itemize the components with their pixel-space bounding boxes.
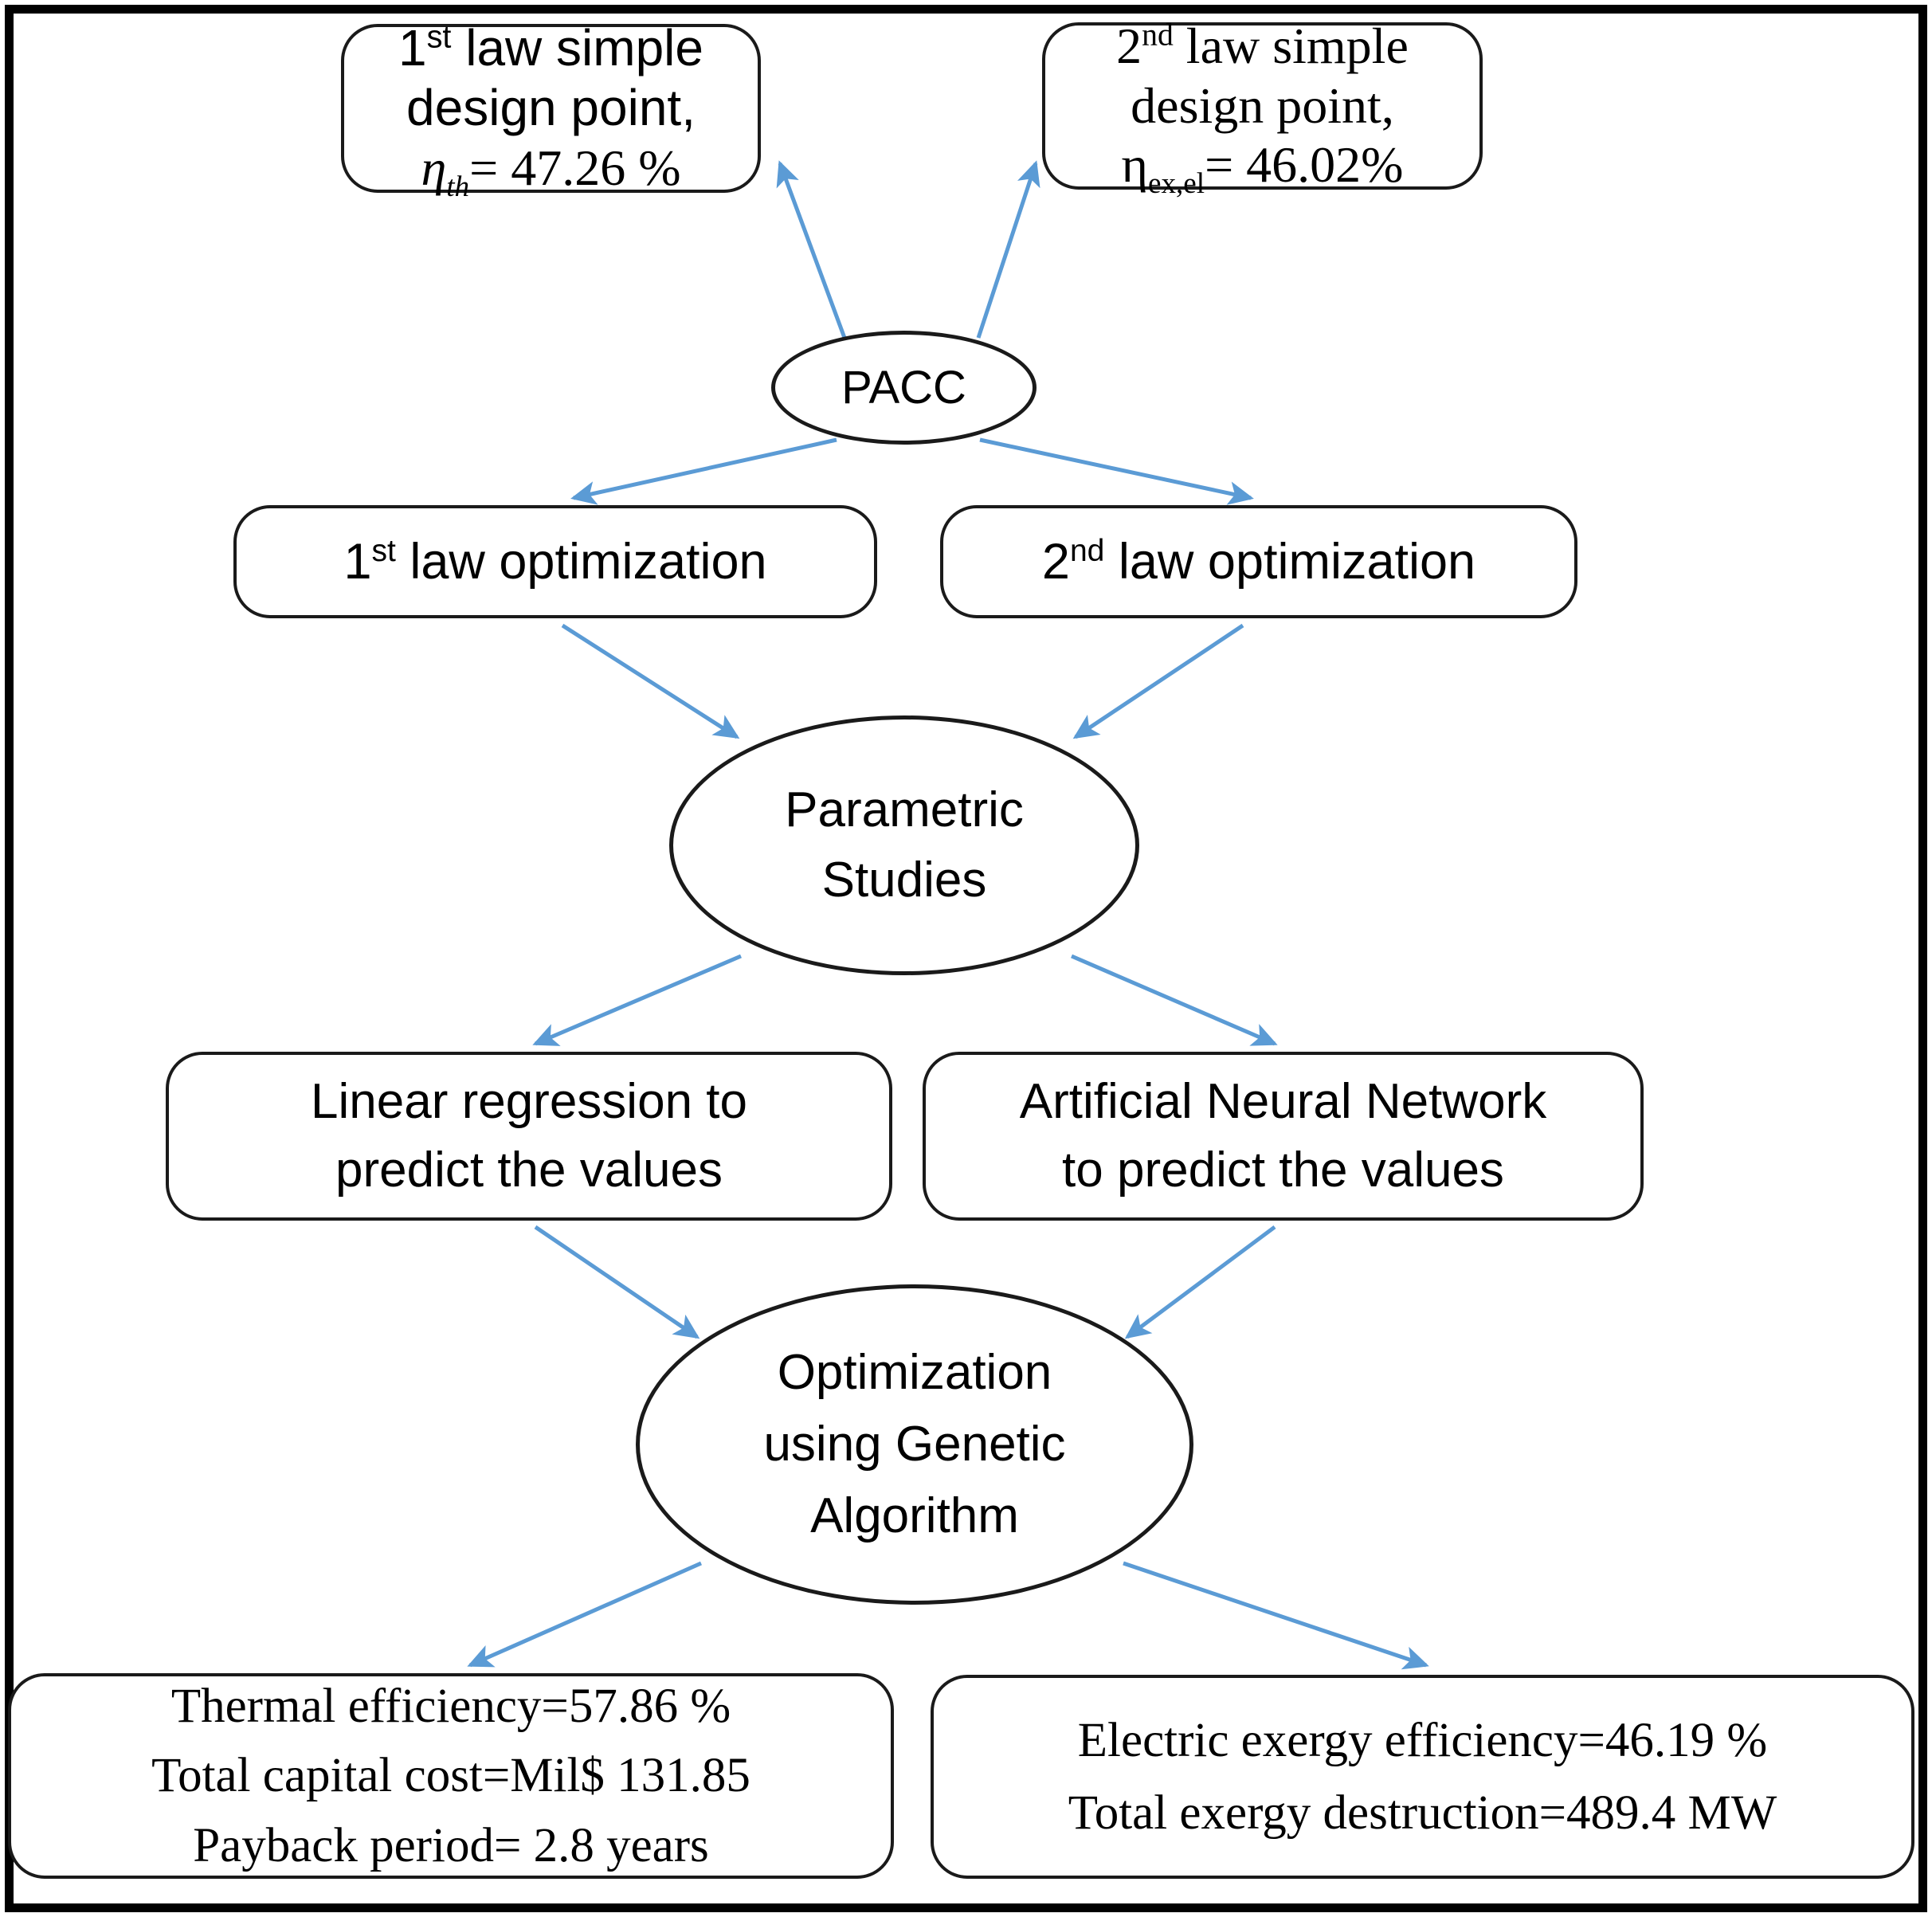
- edge-parametric-to-ann: [1071, 954, 1278, 1046]
- parametric-studies-line1: Parametric: [785, 782, 1024, 837]
- edge-linear-regression-to-genetic: [534, 1225, 700, 1339]
- second-law-design-line1: 2nd law simple: [1116, 17, 1409, 74]
- edge-first-law-optimization-to-parametric: [561, 623, 740, 739]
- node-first-law-optimization[interactable]: 1st law optimization: [233, 505, 877, 618]
- first-law-design-efficiency: ηth= 47.26 %: [421, 138, 681, 202]
- ordinal-suffix: nd: [1142, 17, 1174, 53]
- node-exergy-results[interactable]: Electric exergy efficiency=46.19 % Total…: [931, 1675, 1914, 1879]
- eta-value: = 47.26 %: [469, 139, 681, 196]
- edge-pacc-to-second-law-design: [976, 160, 1040, 339]
- edge-pacc-to-first-law-optimization: [570, 437, 837, 505]
- parametric-studies-line2: Studies: [821, 853, 987, 908]
- second-law-design-line2: design point,: [1131, 76, 1394, 134]
- first-law-optimization-label: 1st law optimization: [343, 534, 767, 590]
- eta-subscript: ex,el: [1147, 167, 1205, 201]
- ordinal-suffix: st: [426, 19, 452, 55]
- node-pacc[interactable]: PACC: [771, 331, 1037, 445]
- linear-regression-line2: predict the values: [335, 1143, 723, 1198]
- first-law-design-line2: design point,: [406, 79, 696, 137]
- genetic-algorithm-line2: using Genetic: [763, 1417, 1066, 1472]
- pacc-label: PACC: [841, 362, 966, 414]
- node-artificial-neural-network[interactable]: Artificial Neural Network to predict the…: [923, 1052, 1644, 1221]
- second-law-design-efficiency: ηex,el= 46.02%: [1121, 136, 1404, 201]
- payback-period-result: Payback period= 2.8 years: [193, 1818, 709, 1872]
- node-second-law-simple-design-point[interactable]: 2nd law simple design point, ηex,el= 46.…: [1042, 18, 1483, 198]
- ordinal-suffix: st: [371, 534, 396, 568]
- second-law-optimization-label: 2nd law optimization: [1041, 534, 1476, 590]
- eta-symbol: η: [421, 139, 447, 196]
- genetic-algorithm-line1: Optimization: [777, 1345, 1052, 1401]
- genetic-algorithm-line3: Algorithm: [810, 1488, 1019, 1543]
- edge-pacc-to-first-law-design: [776, 160, 847, 339]
- edge-parametric-to-linear-regression: [532, 954, 742, 1046]
- eta-symbol: η: [1121, 136, 1148, 194]
- ordinal-suffix: nd: [1069, 534, 1105, 568]
- total-capital-cost-result: Total capital cost=Mil$ 131.85: [151, 1749, 750, 1803]
- ann-line1: Artificial Neural Network: [1019, 1074, 1547, 1130]
- edge-ann-to-genetic: [1124, 1225, 1276, 1339]
- thermal-efficiency-result: Thermal efficiency=57.86 %: [170, 1680, 731, 1734]
- edge-genetic-to-exergy-results: [1123, 1561, 1429, 1670]
- electric-exergy-efficiency-result: Electric exergy efficiency=46.19 %: [1077, 1713, 1768, 1767]
- node-thermal-results[interactable]: Thermal efficiency=57.86 % Total capital…: [8, 1673, 894, 1879]
- edge-pacc-to-second-law-optimization: [979, 437, 1254, 505]
- edge-genetic-to-thermal-results: [467, 1561, 703, 1668]
- edge-second-law-optimization-to-parametric: [1072, 623, 1244, 739]
- first-law-design-line1: 1st law simple: [398, 19, 703, 77]
- ann-line2: to predict the values: [1062, 1143, 1504, 1198]
- eta-subscript: th: [446, 170, 470, 203]
- node-genetic-algorithm-optimization[interactable]: Optimization using Genetic Algorithm: [636, 1284, 1193, 1605]
- node-first-law-simple-design-point[interactable]: 1st law simple design point, ηth= 47.26 …: [341, 19, 761, 202]
- node-parametric-studies[interactable]: Parametric Studies: [669, 715, 1139, 975]
- node-second-law-optimization[interactable]: 2nd law optimization: [940, 505, 1577, 618]
- total-exergy-destruction-result: Total exergy destruction=489.4 MW: [1068, 1786, 1777, 1840]
- node-linear-regression[interactable]: Linear regression to predict the values: [166, 1052, 892, 1221]
- linear-regression-line1: Linear regression to: [311, 1074, 747, 1130]
